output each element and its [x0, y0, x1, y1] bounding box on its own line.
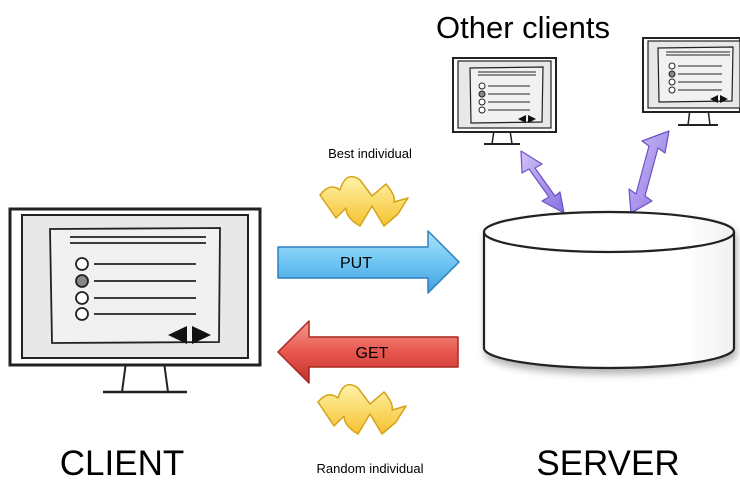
other-client-monitor-icon	[452, 57, 557, 145]
sync-arrow-left-icon	[520, 150, 565, 214]
lightning-icon	[317, 383, 407, 435]
put-arrow	[277, 230, 460, 294]
lightning-icon	[319, 175, 409, 227]
client-label: CLIENT	[60, 444, 184, 481]
server-label: SERVER	[536, 444, 679, 481]
client-monitor-icon	[8, 207, 262, 394]
other-client-monitor-icon	[642, 37, 740, 126]
server-database-icon	[482, 210, 736, 370]
other-clients-label: Other clients	[436, 10, 610, 45]
best-individual-label: Best individual	[328, 146, 412, 161]
get-label: GET	[356, 345, 389, 362]
put-label: PUT	[340, 255, 372, 272]
sync-arrow-right-icon	[628, 130, 670, 214]
get-arrow	[277, 320, 459, 384]
random-individual-label: Random individual	[317, 461, 424, 476]
